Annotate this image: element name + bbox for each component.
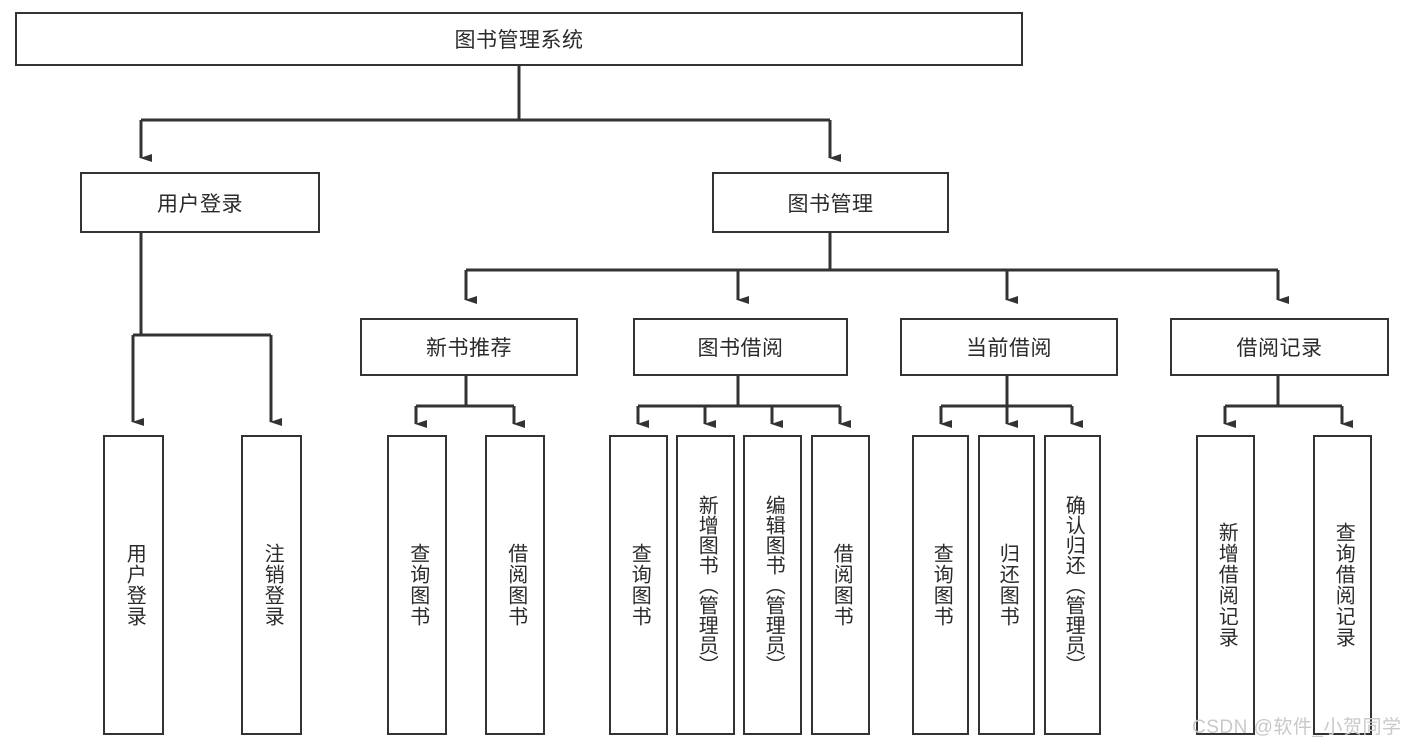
leaf-edit-book-admin[interactable]: 编辑图书（管理员） xyxy=(743,435,802,735)
node-label: 新增借阅记录 xyxy=(1215,522,1238,648)
leaf-borrow-book-new[interactable]: 借阅图书 xyxy=(485,435,545,735)
node-label: 新书推荐 xyxy=(426,337,512,360)
leaf-query-book-new[interactable]: 查询图书 xyxy=(387,435,447,735)
node-label: 借阅图书 xyxy=(504,543,527,627)
csdn-watermark: CSDN @软件_小贺同学 xyxy=(1192,717,1402,738)
node-book-management[interactable]: 图书管理 xyxy=(712,172,949,233)
node-label: 借阅图书 xyxy=(830,543,853,627)
leaf-query-borrow-record[interactable]: 查询借阅记录 xyxy=(1313,435,1372,735)
leaf-add-borrow-record[interactable]: 新增借阅记录 xyxy=(1196,435,1255,735)
node-label: 归还图书 xyxy=(996,543,1019,627)
node-borrow-record[interactable]: 借阅记录 xyxy=(1170,318,1389,376)
node-label: 编辑图书（管理员） xyxy=(762,495,785,675)
node-label: 用户登录 xyxy=(157,192,243,216)
node-label: 当前借阅 xyxy=(966,337,1052,360)
node-new-book-recommend[interactable]: 新书推荐 xyxy=(360,318,578,376)
node-current-borrow[interactable]: 当前借阅 xyxy=(900,318,1118,376)
node-label: 借阅记录 xyxy=(1236,337,1323,360)
node-book-borrow[interactable]: 图书借阅 xyxy=(633,318,848,376)
leaf-borrow-book[interactable]: 借阅图书 xyxy=(811,435,870,735)
node-label: 确认归还（管理员） xyxy=(1062,495,1085,675)
leaf-return-book[interactable]: 归还图书 xyxy=(978,435,1035,735)
leaf-confirm-return-admin[interactable]: 确认归还（管理员） xyxy=(1044,435,1101,735)
node-label: 新增图书（管理员） xyxy=(695,495,718,675)
node-label: 用户登录 xyxy=(123,543,146,627)
node-label: 图书管理 xyxy=(787,192,874,216)
leaf-logout-login[interactable]: 注销登录 xyxy=(241,435,302,735)
node-label: 查询图书 xyxy=(930,543,953,627)
node-label: 图书管理系统 xyxy=(454,29,584,52)
node-root-book-management-system[interactable]: 图书管理系统 xyxy=(15,12,1023,66)
node-label: 注销登录 xyxy=(261,543,284,627)
leaf-query-book-current[interactable]: 查询图书 xyxy=(912,435,969,735)
node-label: 图书借阅 xyxy=(697,337,784,360)
node-label: 查询图书 xyxy=(406,543,429,627)
node-label: 查询图书 xyxy=(628,543,651,627)
leaf-user-login[interactable]: 用户登录 xyxy=(103,435,164,735)
leaf-add-book-admin[interactable]: 新增图书（管理员） xyxy=(676,435,735,735)
node-user-login[interactable]: 用户登录 xyxy=(80,172,320,233)
leaf-query-book-borrow[interactable]: 查询图书 xyxy=(609,435,668,735)
node-label: 查询借阅记录 xyxy=(1332,522,1355,648)
